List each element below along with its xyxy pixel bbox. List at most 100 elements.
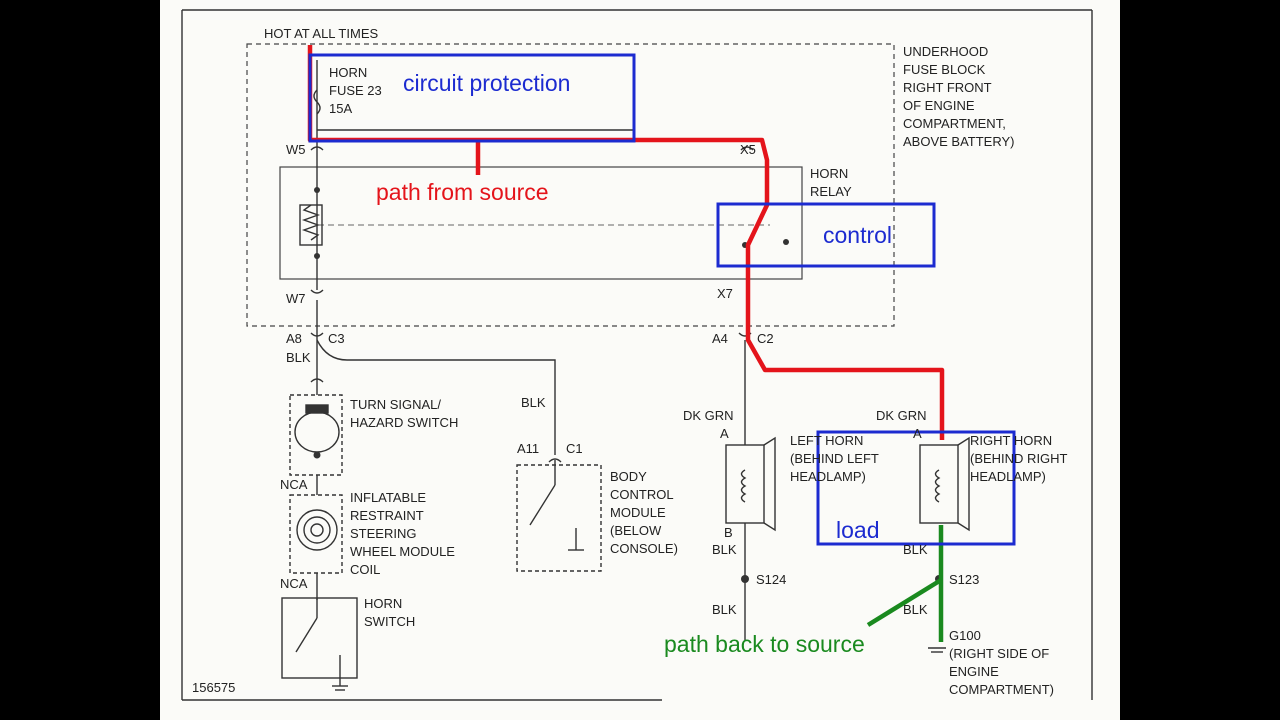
hot-label: HOT AT ALL TIMES bbox=[264, 26, 378, 41]
a-right-label: A bbox=[913, 426, 922, 441]
w7-connector bbox=[310, 289, 324, 294]
horn-switch-box bbox=[281, 597, 358, 679]
x5-label: X5 bbox=[740, 142, 756, 157]
fuse-block-label-2: FUSE BLOCK bbox=[903, 62, 986, 77]
w7-label: W7 bbox=[286, 291, 306, 306]
coil-node-bottom bbox=[314, 253, 320, 259]
right-horn-label-3: HEADLAMP) bbox=[970, 469, 1046, 484]
coil-node-top bbox=[314, 187, 320, 193]
left-horn-label-3: HEADLAMP) bbox=[790, 469, 866, 484]
blk-label-2: BLK bbox=[521, 395, 546, 410]
load-annotation: load bbox=[836, 517, 879, 543]
clockspring-mid bbox=[303, 516, 331, 544]
coil-module-box bbox=[289, 494, 343, 574]
left-horn-bell bbox=[763, 436, 776, 532]
diagram-sheet: HOT AT ALL TIMES HORN FUSE 23 15A UNDERH… bbox=[160, 0, 1120, 720]
fuse-block-label-1: UNDERHOOD bbox=[903, 44, 988, 59]
bcm-label-1: BODY bbox=[610, 469, 647, 484]
a8-label: A8 bbox=[286, 331, 302, 346]
blk-label-5: BLK bbox=[903, 542, 928, 557]
turn-switch-rotor bbox=[294, 411, 340, 453]
s124-label: S124 bbox=[756, 572, 786, 587]
restraint-label-5: COIL bbox=[350, 562, 380, 577]
blk-label-3: BLK bbox=[712, 542, 737, 557]
fuse-block-boundary bbox=[246, 43, 895, 327]
turn-switch-node bbox=[313, 451, 321, 459]
g100-label-3: ENGINE bbox=[949, 664, 999, 679]
fuse-label-2: FUSE 23 bbox=[329, 83, 382, 98]
turn-switch-contact bbox=[305, 404, 329, 414]
figure-number: 156575 bbox=[192, 680, 235, 695]
turn-label-2: HAZARD SWITCH bbox=[350, 415, 458, 430]
horn-relay-box bbox=[279, 166, 803, 280]
c3-connector bbox=[310, 332, 324, 337]
restraint-label-4: WHEEL MODULE bbox=[350, 544, 455, 559]
bcm-box bbox=[516, 464, 602, 572]
fuse-block-label-5: COMPARTMENT, bbox=[903, 116, 1006, 131]
fuse-label-1: HORN bbox=[329, 65, 367, 80]
circuit-protection-annotation: circuit protection bbox=[403, 70, 570, 96]
fuse-block-label-4: OF ENGINE bbox=[903, 98, 975, 113]
right-horn-label-1: RIGHT HORN bbox=[970, 433, 1052, 448]
s124-splice bbox=[741, 575, 749, 583]
a-left-label: A bbox=[720, 426, 729, 441]
left-horn-label-2: (BEHIND LEFT bbox=[790, 451, 879, 466]
relay-contact bbox=[783, 239, 789, 245]
path-back-annotation: path back to source bbox=[664, 631, 865, 657]
nca-label-1: NCA bbox=[280, 477, 308, 492]
path-back-pointer bbox=[866, 578, 943, 627]
c1-connector bbox=[548, 458, 562, 463]
left-horn-box bbox=[725, 444, 765, 524]
fuse-block-label-3: RIGHT FRONT bbox=[903, 80, 992, 95]
g100-label-1: G100 bbox=[949, 628, 981, 643]
a11-label: A11 bbox=[517, 441, 539, 456]
w5-label: W5 bbox=[286, 142, 306, 157]
w5-connector bbox=[310, 146, 324, 151]
right-horn-coil bbox=[934, 469, 941, 503]
path-from-source-annotation: path from source bbox=[376, 179, 549, 205]
right-horn-bell bbox=[957, 436, 970, 532]
a4-label: A4 bbox=[712, 331, 728, 346]
bcm-label-3: MODULE bbox=[610, 505, 666, 520]
load-box bbox=[816, 430, 1016, 546]
control-annotation: control bbox=[823, 222, 892, 248]
bcm-label-5: CONSOLE) bbox=[610, 541, 678, 556]
clockspring-inner bbox=[310, 523, 324, 537]
relay-label-1: HORN bbox=[810, 166, 848, 181]
horn-switch-blade bbox=[295, 617, 318, 653]
horn-switch-label-1: HORN bbox=[364, 596, 402, 611]
restraint-label-3: STEERING bbox=[350, 526, 416, 541]
g100-label-2: (RIGHT SIDE OF bbox=[949, 646, 1049, 661]
fuse-symbol bbox=[313, 89, 321, 115]
horn-circuit-diagram: HOT AT ALL TIMES HORN FUSE 23 15A UNDERH… bbox=[181, 9, 1093, 701]
x7-label: X7 bbox=[717, 286, 733, 301]
x5-connector bbox=[740, 146, 754, 151]
c1-label: C1 bbox=[566, 441, 583, 456]
control-box bbox=[716, 202, 936, 268]
horn-switch-label-2: SWITCH bbox=[364, 614, 415, 629]
relay-label-2: RELAY bbox=[810, 184, 852, 199]
fuse-label-3: 15A bbox=[329, 101, 352, 116]
turn-signal-switch-box bbox=[289, 394, 343, 476]
turn-switch-connector bbox=[310, 378, 324, 383]
c3-label: C3 bbox=[328, 331, 345, 346]
s123-label: S123 bbox=[949, 572, 979, 587]
right-horn-label-2: (BEHIND RIGHT bbox=[970, 451, 1068, 466]
right-horn-box bbox=[919, 444, 959, 524]
clockspring-outer bbox=[296, 509, 338, 551]
left-horn-label-1: LEFT HORN bbox=[790, 433, 863, 448]
circuit-protection-box bbox=[308, 53, 636, 143]
restraint-label-1: INFLATABLE bbox=[350, 490, 426, 505]
b-left-label: B bbox=[724, 525, 733, 540]
blk-label-4: BLK bbox=[712, 602, 737, 617]
blk-label-1: BLK bbox=[286, 350, 311, 365]
turn-label-1: TURN SIGNAL/ bbox=[350, 397, 441, 412]
fuse-block-label-6: ABOVE BATTERY) bbox=[903, 134, 1015, 149]
blk-label-6: BLK bbox=[903, 602, 928, 617]
restraint-label-2: RESTRAINT bbox=[350, 508, 424, 523]
g100-label-4: COMPARTMENT) bbox=[949, 682, 1054, 697]
bcm-label-4: (BELOW bbox=[610, 523, 662, 538]
c2-label: C2 bbox=[757, 331, 774, 346]
left-horn-coil bbox=[740, 469, 747, 503]
bcm-label-2: CONTROL bbox=[610, 487, 674, 502]
